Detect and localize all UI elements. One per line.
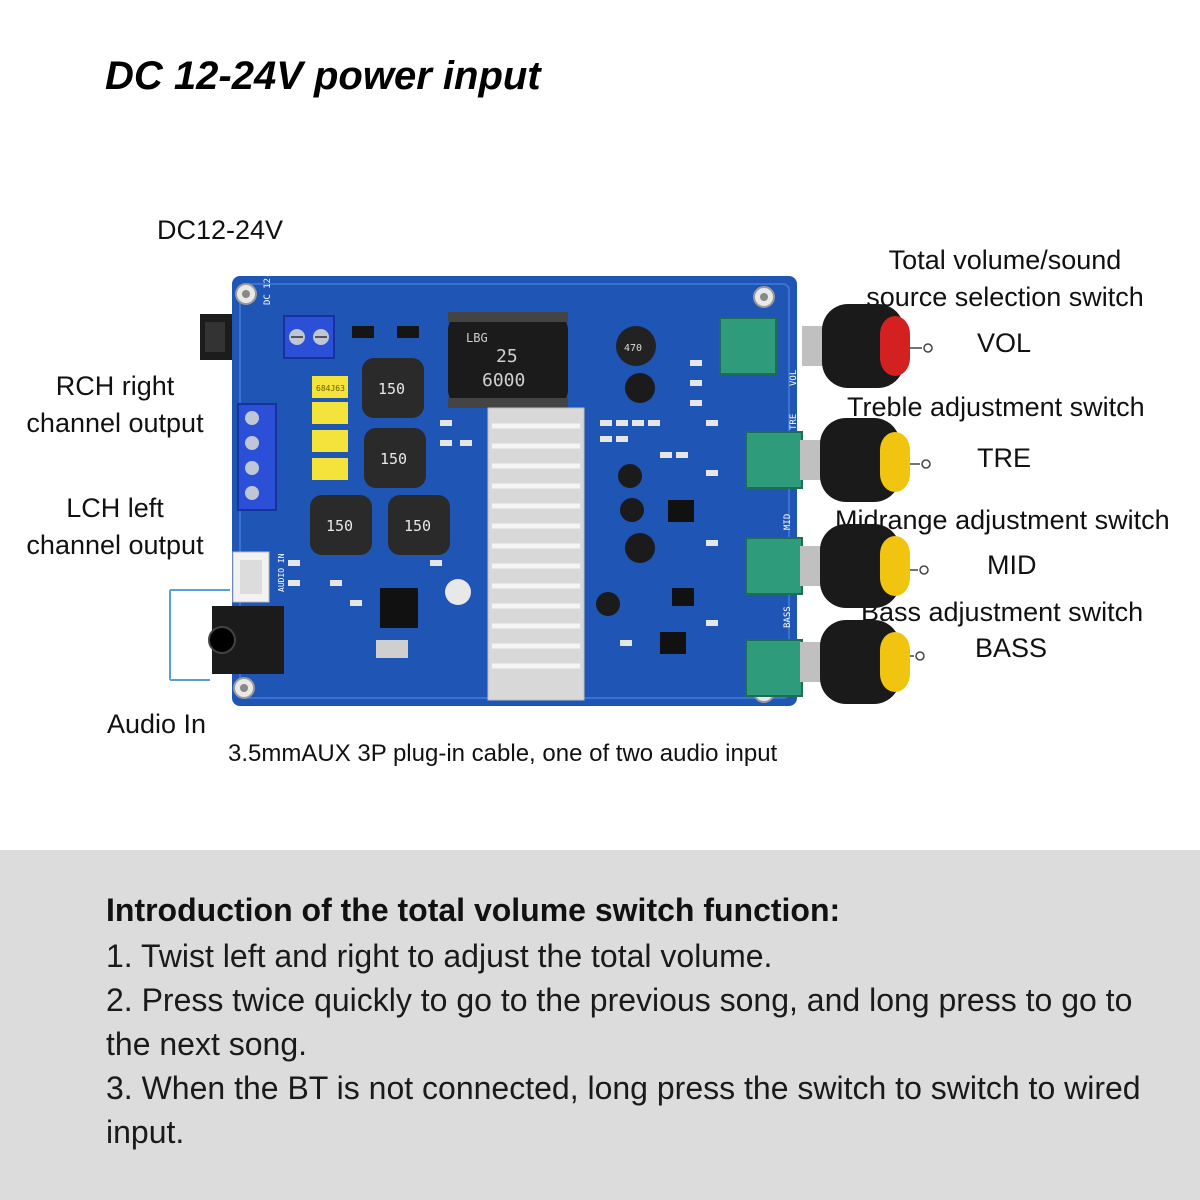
- ic-chips: [376, 500, 694, 658]
- intro-item-1: 1. Twist left and right to adjust the to…: [106, 938, 773, 974]
- vol-description-line2: source selection switch: [866, 282, 1144, 312]
- film-capacitors: [312, 376, 348, 480]
- audio-in-label: Audio In: [107, 709, 207, 739]
- vol-knob: [802, 304, 910, 388]
- inductor-label: 150: [326, 517, 353, 535]
- intro-title: Introduction of the total volume switch …: [106, 892, 841, 928]
- mid-knob: [800, 524, 910, 608]
- vol-label: VOL: [977, 328, 1032, 358]
- mid-label: MID: [987, 550, 1037, 580]
- aux-jack: [208, 606, 284, 674]
- page-title: DC 12-24V power input: [105, 54, 541, 98]
- dc-silkscreen: DC 12-24V: [263, 256, 273, 305]
- dc-label: DC12-24V: [157, 215, 284, 245]
- smd-component: [352, 326, 374, 338]
- heatsink: [487, 407, 585, 701]
- vol-description-line1: Total volume/sound: [888, 245, 1122, 275]
- film-cap-label: 684J63: [316, 384, 345, 393]
- pot-bases: [719, 317, 803, 697]
- small-capacitors: [445, 373, 655, 616]
- pot-bass-silkscreen: BASS: [783, 606, 793, 628]
- tre-description: Treble adjustment switch: [847, 392, 1145, 422]
- inductor-label: 150: [378, 380, 405, 398]
- capacitor-value: 6000: [482, 370, 525, 391]
- capacitor-brand: LBG: [466, 331, 488, 345]
- pot-vol-silkscreen: VOL: [789, 370, 799, 386]
- audio-in-pointer: [169, 589, 230, 681]
- intro-panel: [0, 850, 1200, 1200]
- inductor-label: 150: [404, 517, 431, 535]
- intro-item-3: 3. When the BT is not connected, long pr…: [106, 1070, 1141, 1150]
- smd-component: [397, 326, 419, 338]
- audio-in-silkscreen: AUDIO IN: [277, 553, 286, 592]
- smd-resistors: [288, 360, 718, 646]
- main-capacitor: [448, 312, 568, 408]
- audio-jst-connector: [232, 551, 270, 603]
- capacitor-voltage: 25: [496, 346, 518, 367]
- tre-knob: [800, 418, 910, 502]
- inductor-label: 150: [380, 450, 407, 468]
- rch-label-line2: channel output: [26, 408, 204, 438]
- amplifier-board-illustration: DC 12-24V 684J63 150 150 150 150 LBG 25 …: [169, 256, 933, 706]
- lch-label: LCH left channel output: [10, 490, 220, 564]
- pot-tre-silkscreen: TRE: [789, 414, 799, 430]
- rch-label: RCH right channel output: [10, 368, 220, 442]
- inductors: [310, 358, 450, 555]
- small-inductor-label: 470: [624, 343, 642, 354]
- speaker-terminals: [237, 403, 277, 511]
- rch-label-line1: RCH right: [55, 371, 175, 401]
- small-inductor: [616, 326, 656, 366]
- dc-terminal: [283, 315, 335, 359]
- bass-label: BASS: [975, 633, 1048, 663]
- bass-knob: [800, 620, 910, 704]
- intro-item-2: 2. Press twice quickly to go to the prev…: [106, 982, 1133, 1062]
- pot-mid-silkscreen: MID: [783, 514, 793, 530]
- lch-label-line2: channel output: [26, 530, 204, 560]
- tre-label: TRE: [977, 443, 1031, 473]
- mid-description: Midrange adjustment switch: [835, 505, 1170, 535]
- aux-caption: 3.5mmAUX 3P plug-in cable, one of two au…: [228, 740, 778, 767]
- vol-description: Total volume/sound source selection swit…: [850, 242, 1160, 316]
- bass-description: Bass adjustment switch: [861, 597, 1144, 627]
- knob-pointers: [910, 343, 933, 661]
- dc-jack-hole: [205, 322, 225, 352]
- lch-label-line1: LCH left: [66, 493, 164, 523]
